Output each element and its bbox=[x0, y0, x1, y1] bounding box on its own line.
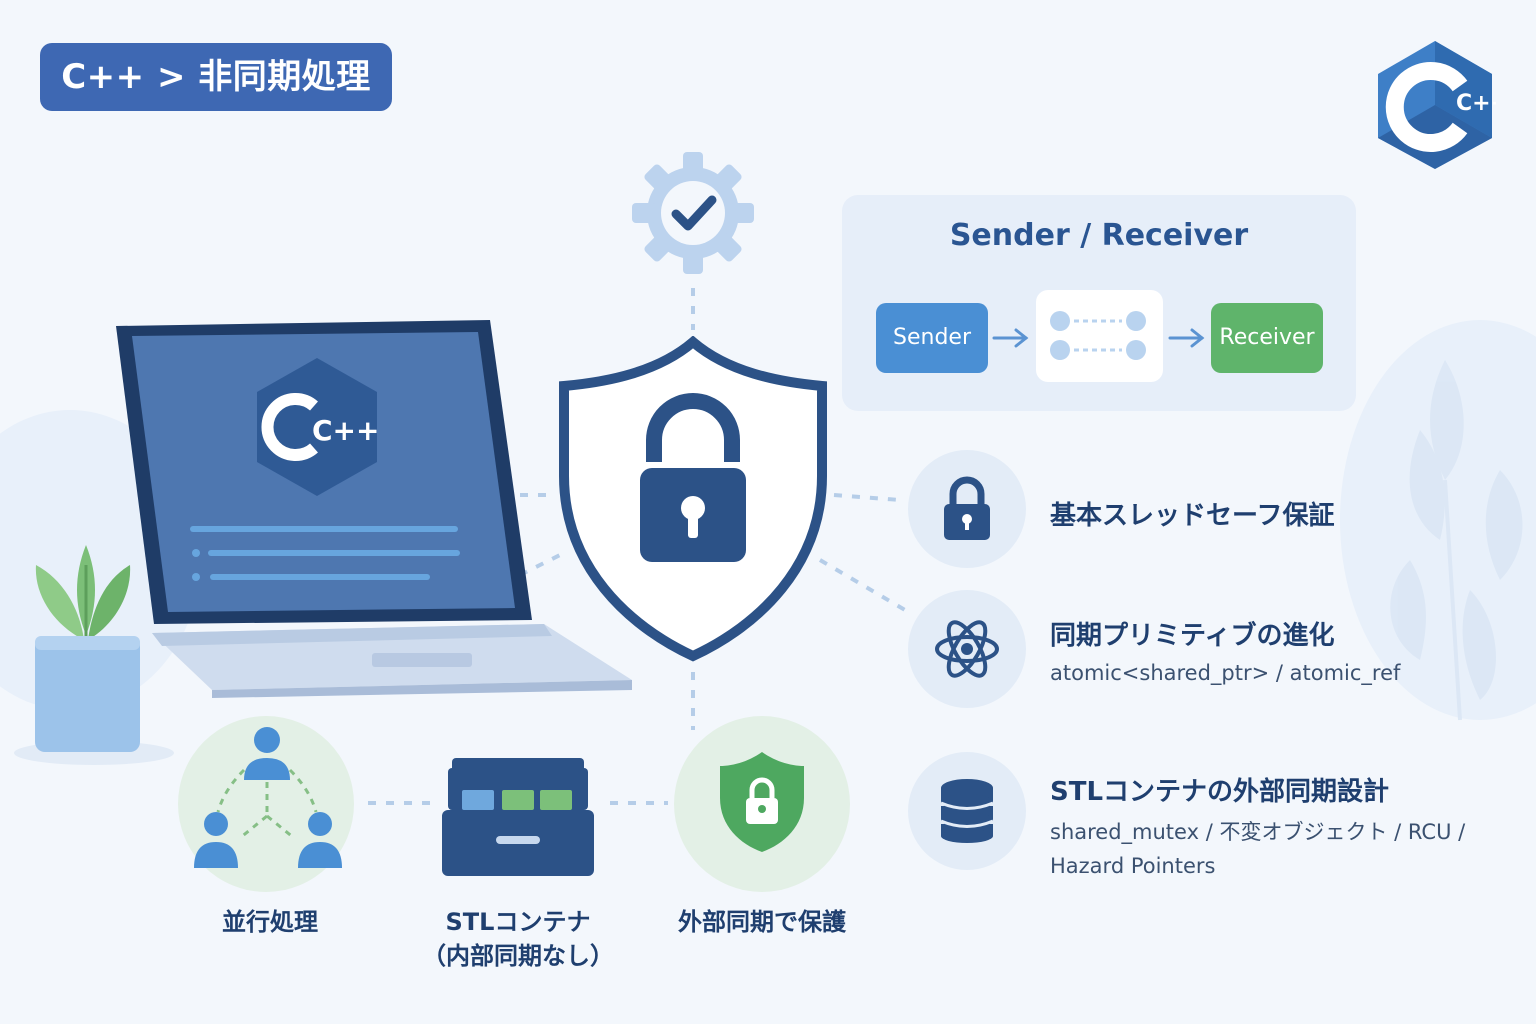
caption-stl-container-note: （内部同期なし） bbox=[422, 942, 614, 970]
feature-title-thread-safety: 基本スレッドセーフ保証 bbox=[1050, 501, 1335, 531]
breadcrumb: C++ > 非同期処理 bbox=[40, 43, 392, 111]
receiver-block: Receiver bbox=[1211, 303, 1323, 373]
feature-subtitle-sync-primitives: atomic<shared_ptr> / atomic_ref bbox=[1050, 661, 1401, 685]
feature-subtitle-external-sync: shared_mutex / 不変オブジェクト / RCU / bbox=[1050, 820, 1466, 844]
caption-external-protection: 外部同期で保護 bbox=[678, 908, 846, 936]
cpp-logo-icon: C++ bbox=[1378, 41, 1496, 169]
plant-decoration bbox=[14, 545, 174, 765]
sender-block: Sender bbox=[876, 303, 988, 373]
sender-receiver-title: Sender / Receiver bbox=[949, 218, 1249, 253]
message-queue bbox=[1036, 290, 1163, 382]
svg-text:C++: C++ bbox=[1456, 91, 1496, 116]
svg-text:C++: C++ bbox=[312, 414, 379, 447]
drawer-box-icon bbox=[442, 758, 594, 876]
shield-lock-icon bbox=[720, 752, 804, 852]
caption-stl-container: STLコンテナ bbox=[445, 908, 591, 936]
atom-icon bbox=[935, 620, 999, 678]
gear-check-icon bbox=[632, 152, 754, 274]
laptop-illustration: C++ bbox=[116, 320, 632, 698]
database-icon bbox=[940, 779, 994, 843]
caption-concurrency: 並行処理 bbox=[222, 908, 318, 936]
feature-title-sync-primitives: 同期プリミティブの進化 bbox=[1050, 621, 1335, 651]
feature-title-external-sync: STLコンテナの外部同期設計 bbox=[1050, 777, 1390, 807]
feature-subtitle-external-sync-2: Hazard Pointers bbox=[1050, 854, 1216, 878]
people-network-icon bbox=[194, 727, 342, 868]
lock-icon bbox=[944, 476, 990, 540]
sender-receiver-flow bbox=[992, 311, 1205, 360]
shield-lock-central-icon bbox=[559, 336, 827, 662]
